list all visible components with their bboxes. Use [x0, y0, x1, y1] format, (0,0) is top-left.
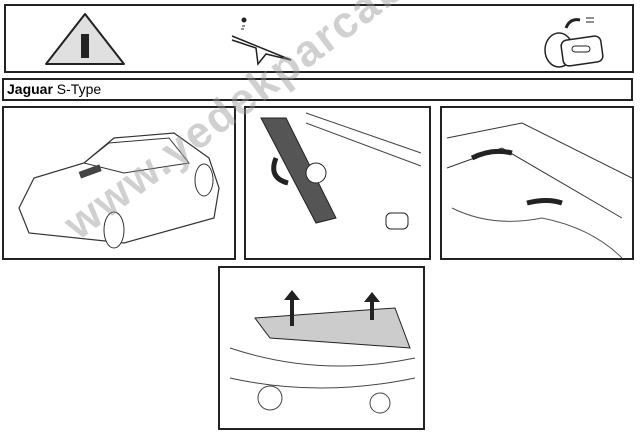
- vehicle-title: Jaguar S-Type: [2, 78, 633, 101]
- vehicle-make: Jaguar: [7, 81, 53, 97]
- cabin-filter-illustration: [218, 266, 425, 430]
- header-icon-bar: [4, 4, 634, 73]
- wiper-blade-icon: [231, 17, 292, 66]
- vehicle-model: S-Type: [52, 81, 102, 97]
- ignition-key-icon: [544, 17, 604, 68]
- wiper-arm-removal-illustration: [244, 106, 431, 260]
- car-illustration: [2, 106, 236, 260]
- cowl-panel-illustration: [440, 106, 634, 260]
- warning-icon: [45, 13, 125, 65]
